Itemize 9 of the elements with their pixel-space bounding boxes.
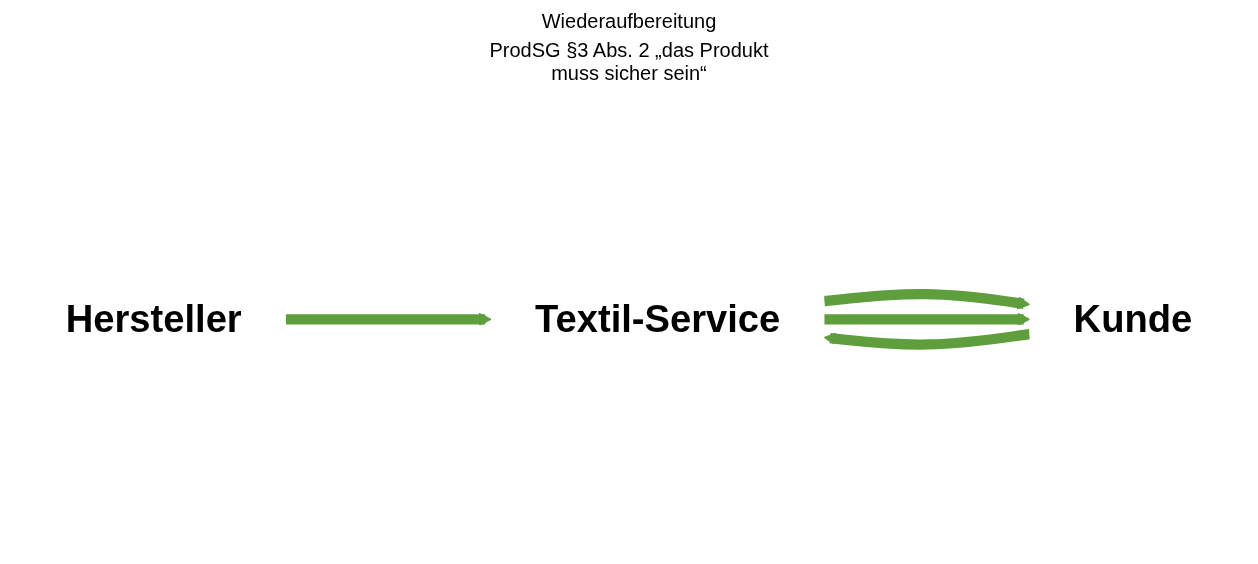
node-text: Kunde (1073, 296, 1193, 341)
arrow (823, 289, 1031, 310)
node-text: Textil-Service (535, 296, 781, 341)
arrow (285, 313, 492, 326)
note-text: ProdSG §3 Abs. 2 „das Produkt muss sicher sein“ (488, 39, 770, 85)
note-text: Wiederaufbereitung (541, 10, 717, 33)
node-text: Hersteller (65, 296, 242, 341)
arrow (824, 313, 1031, 326)
arrow (823, 329, 1031, 350)
